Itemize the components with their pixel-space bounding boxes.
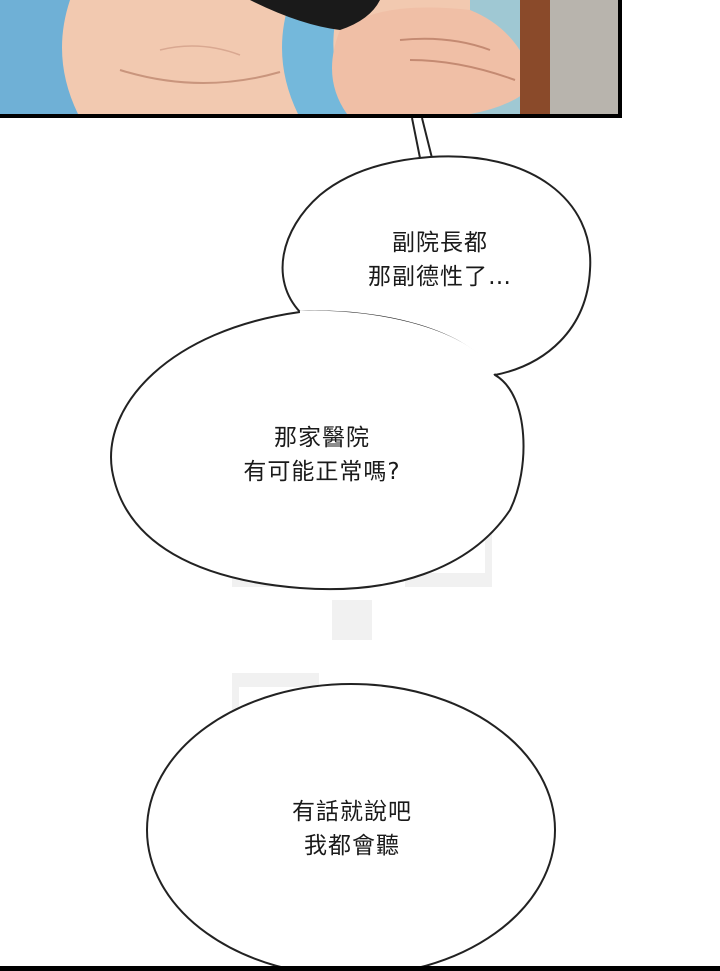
panel-illustration	[0, 0, 618, 114]
bubble-1-line-1: 副院長都	[392, 230, 488, 256]
speech-bubble-3-text: 有話就說吧 我都會聽	[252, 795, 452, 863]
speech-bubble-1-text: 副院長都 那副德性了…	[338, 226, 542, 294]
bubble-1-line-2: 那副德性了…	[368, 264, 512, 290]
panel-bottom-border	[0, 966, 720, 971]
speech-bubble-2-text: 那家醫院 有可能正常嗎?	[222, 421, 422, 489]
bubble-2-line-1: 那家醫院	[274, 425, 370, 451]
speech-bubble-3-shape	[146, 683, 556, 971]
bubble-2-line-2: 有可能正常嗎?	[243, 459, 401, 485]
bubble-3-line-1: 有話就說吧	[292, 799, 412, 825]
comic-panel-top	[0, 0, 622, 118]
bubble-3-line-2: 我都會聽	[304, 833, 400, 859]
